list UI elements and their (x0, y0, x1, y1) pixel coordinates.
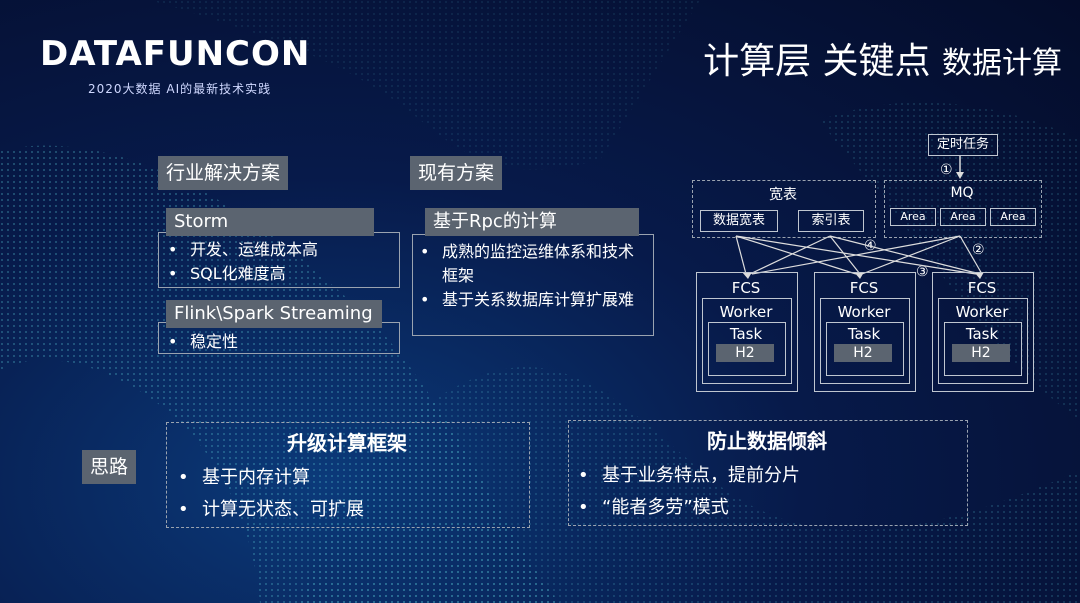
circle-1: ① (940, 162, 953, 178)
bullet-icon: • (168, 264, 178, 283)
worker-box-1 (702, 298, 792, 384)
existing-solution-tag: 现有方案 (410, 156, 503, 190)
bullet-icon: • (168, 240, 178, 259)
fcs-box-1 (696, 272, 798, 392)
bullet-icon: • (420, 242, 430, 261)
fcs-title-1: FCS (731, 279, 761, 297)
fcs-title-3: FCS (967, 279, 997, 297)
skew-bullet-2: •“能者多劳”模式 (578, 492, 729, 524)
skew-bullet-1: •基于业务特点，提前分片 (578, 460, 800, 492)
arrow-timer-mq (956, 156, 964, 179)
bullet-icon: • (168, 332, 178, 351)
circle-2: ② (972, 242, 985, 258)
rpc-tag: 基于Rpc的计算 (425, 208, 639, 236)
flink-bullet-1: •稳定性 (168, 330, 238, 354)
storm-bullet-2: •SQL化难度高 (168, 262, 286, 286)
rpc-bullet-1: •成熟的监控运维体系和技术框架 (420, 240, 648, 288)
title-main: 计算层 关键点 (703, 41, 931, 82)
datafuncon-logo: DATAFUNCON (40, 34, 311, 74)
task-box-3 (944, 322, 1022, 376)
upgrade-bullet-2: •计算无状态、可扩展 (178, 494, 364, 526)
slide-title: 计算层 关键点 数据计算 (703, 40, 1062, 86)
prevent-skew-box (568, 420, 968, 526)
fcs-box-3 (932, 272, 1034, 392)
area-box-1: Area (890, 208, 936, 226)
upgrade-framework-box (166, 422, 530, 528)
worker-box-2 (820, 298, 910, 384)
area-box-3: Area (990, 208, 1036, 226)
timer-task-box: 定时任务 (928, 134, 998, 156)
worker-label-2: Worker (837, 303, 891, 321)
task-box-2 (826, 322, 904, 376)
bullet-icon: • (578, 497, 589, 518)
wide-table-box (692, 180, 876, 238)
industry-solution-tag: 行业解决方案 (158, 156, 289, 190)
flink-tag: Flink\Spark Streaming (166, 300, 382, 328)
worker-label-3: Worker (955, 303, 1009, 321)
bullet-icon: • (578, 465, 589, 486)
fcs-title-2: FCS (849, 279, 879, 297)
task-label-2: Task (847, 325, 881, 343)
task-label-1: Task (729, 325, 763, 343)
wide-table-label: 宽表 (769, 187, 797, 203)
connection-arrows (735, 235, 984, 279)
worker-box-3 (938, 298, 1028, 384)
bullet-icon: • (178, 499, 189, 520)
idea-tag: 思路 (82, 450, 137, 484)
upgrade-bullet-1: •基于内存计算 (178, 462, 310, 494)
data-wide-table-box: 数据宽表 (700, 210, 778, 232)
area-box-2: Area (940, 208, 986, 226)
title-sub: 数据计算 (942, 46, 1062, 81)
fcs-box-2 (814, 272, 916, 392)
mq-label: MQ (950, 185, 974, 201)
worker-label-1: Worker (719, 303, 773, 321)
logo-subtitle: 2020大数据 AI的最新技术实践 (88, 82, 272, 96)
task-box-1 (708, 322, 786, 376)
task-label-3: Task (965, 325, 999, 343)
circle-3: ③ (916, 264, 929, 280)
storm-bullet-1: •开发、运维成本高 (168, 238, 318, 262)
upgrade-heading: 升级计算框架 (287, 431, 407, 455)
rpc-bullet-2: •基于关系数据库计算扩展难 (420, 288, 648, 312)
skew-heading: 防止数据倾斜 (707, 429, 827, 453)
h2-box-2: H2 (834, 344, 892, 362)
h2-box-3: H2 (952, 344, 1010, 362)
bullet-icon: • (420, 290, 430, 309)
h2-box-1: H2 (716, 344, 774, 362)
index-table-box: 索引表 (798, 210, 864, 232)
mq-box (884, 180, 1042, 238)
storm-tag: Storm (166, 208, 374, 236)
bullet-icon: • (178, 467, 189, 488)
